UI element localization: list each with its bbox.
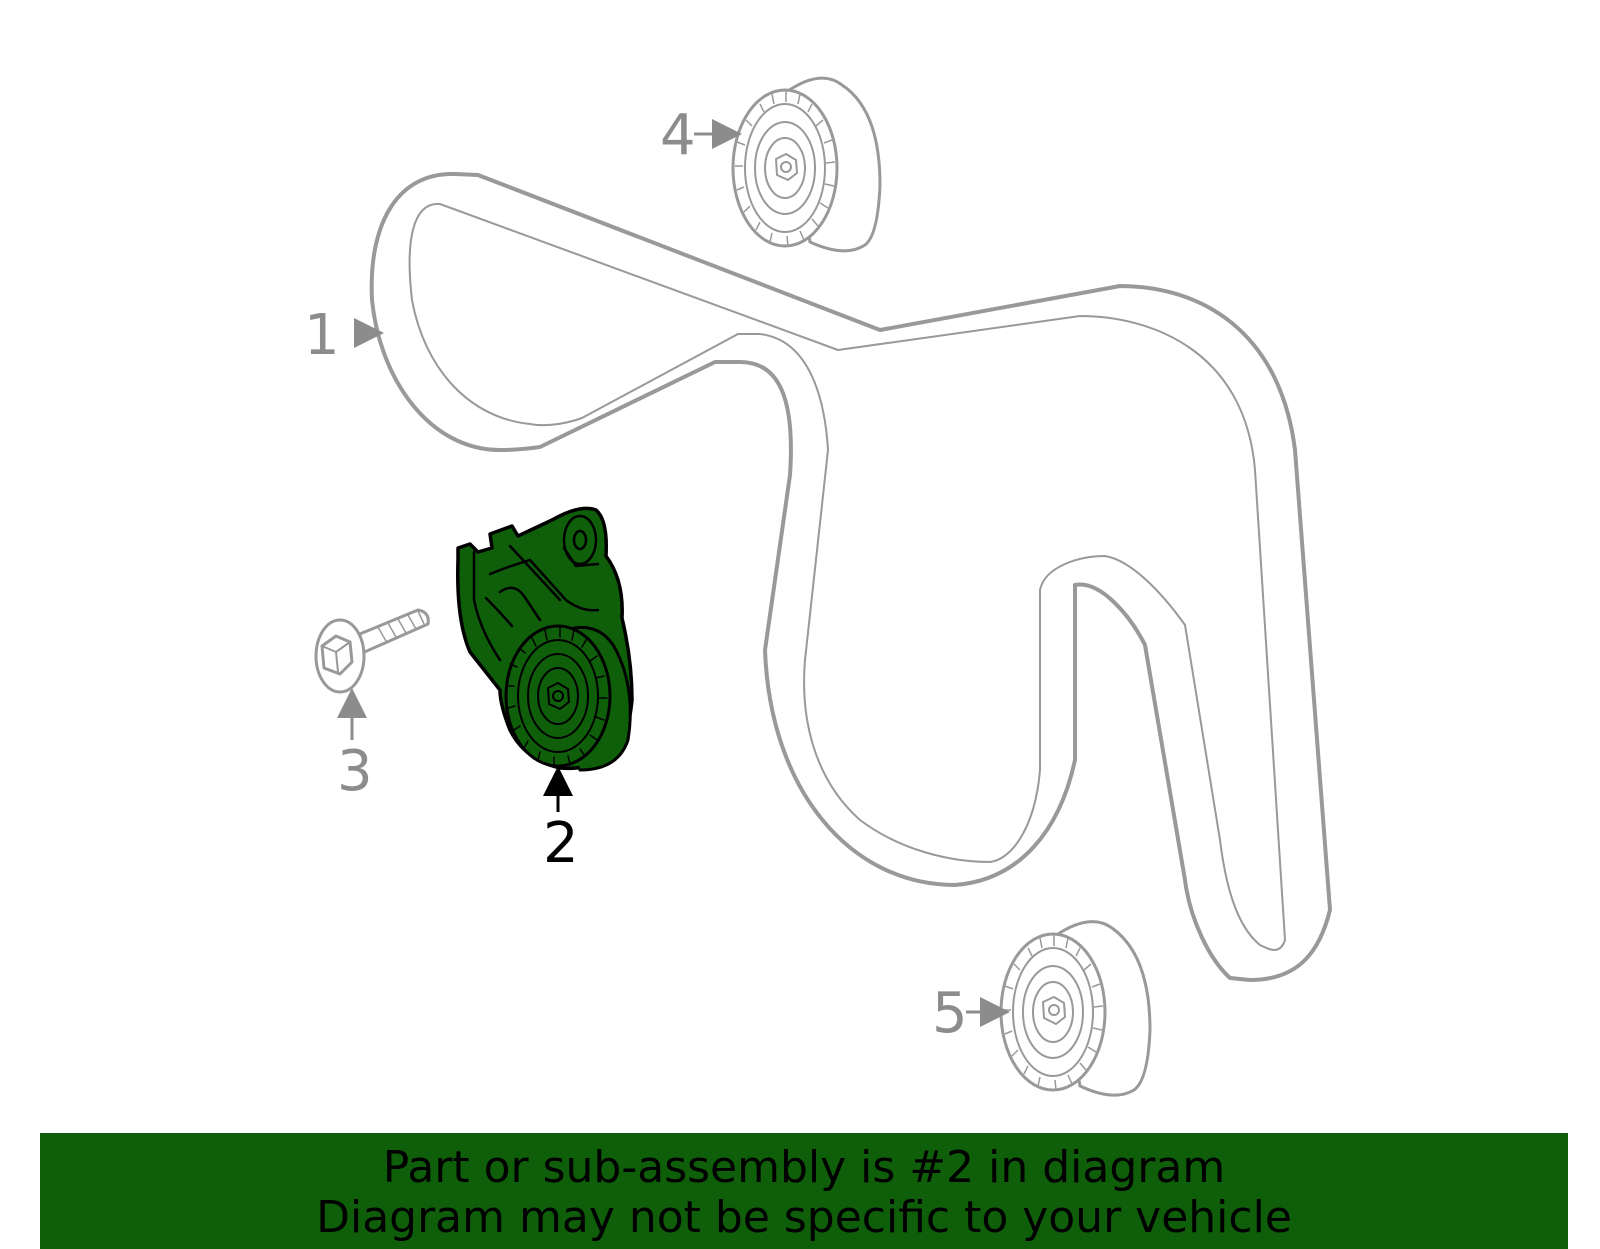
- callout-5: 5: [932, 981, 968, 1046]
- idler-pulley-4: [731, 76, 882, 253]
- callout-4: 4: [660, 103, 696, 168]
- banner-line-2: Diagram may not be specific to your vehi…: [316, 1192, 1292, 1243]
- callout-arrows: [337, 119, 1010, 1027]
- callout-2[interactable]: 2: [543, 811, 579, 876]
- belt-tensioner[interactable]: [456, 506, 634, 772]
- drive-belt: [369, 171, 1332, 982]
- callout-1: 1: [304, 303, 340, 368]
- info-banner: Part or sub-assembly is #2 in diagram Di…: [40, 1133, 1568, 1249]
- callout-3: 3: [337, 739, 373, 804]
- tensioner-bolt: [314, 608, 430, 694]
- banner-line-1: Part or sub-assembly is #2 in diagram: [382, 1142, 1226, 1193]
- parts-diagram: 1 2 3 4 5: [304, 76, 1332, 1097]
- idler-pulley-5: [999, 920, 1152, 1097]
